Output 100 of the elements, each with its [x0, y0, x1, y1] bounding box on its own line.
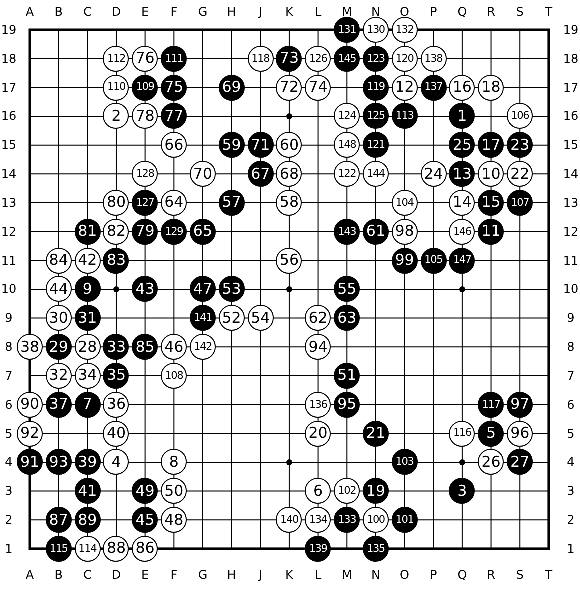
row-label: 15 [0, 138, 18, 152]
column-label: R [486, 568, 496, 582]
go-stone: 27 [507, 449, 534, 476]
go-stone: 126 [305, 46, 332, 72]
column-label: B [54, 5, 64, 19]
go-stone: 141 [190, 305, 216, 332]
go-stone: 61 [362, 218, 389, 245]
row-label: 18 [562, 52, 580, 66]
row-label: 5 [4, 426, 14, 441]
go-stone: 46 [161, 334, 188, 360]
go-stone: 98 [392, 218, 418, 245]
go-stone: 58 [276, 190, 302, 216]
go-stone: 140 [276, 507, 302, 534]
go-stone: 19 [362, 478, 389, 504]
column-label: N [370, 568, 382, 582]
go-stone: 1 [449, 103, 476, 130]
go-stone: 76 [132, 46, 158, 72]
go-stone: 68 [276, 161, 302, 188]
go-stone: 8 [161, 449, 188, 476]
go-stone: 74 [305, 74, 332, 101]
row-label: 17 [562, 80, 580, 95]
go-stone: 132 [392, 17, 418, 43]
go-stone: 138 [420, 46, 447, 72]
go-stone: 20 [305, 420, 332, 447]
go-stone: 131 [334, 17, 360, 43]
go-stone: 29 [46, 334, 72, 360]
column-label: R [486, 5, 496, 19]
go-stone: 107 [507, 190, 534, 216]
go-stone: 73 [276, 46, 302, 72]
go-stone: 86 [132, 536, 158, 562]
go-stone: 9 [74, 276, 101, 302]
go-stone: 88 [103, 536, 130, 562]
go-stone: 87 [46, 507, 72, 534]
go-stone: 128 [132, 161, 158, 188]
go-stone: 49 [132, 478, 158, 504]
column-label: C [82, 568, 93, 582]
go-stone: 75 [161, 74, 188, 101]
go-stone: 136 [305, 392, 332, 418]
go-stone: 115 [46, 536, 72, 562]
go-stone: 118 [248, 46, 274, 72]
go-stone: 60 [276, 132, 302, 158]
column-label: H [226, 5, 238, 19]
go-stone: 31 [74, 305, 101, 332]
row-label: 6 [4, 398, 14, 412]
go-stone: 78 [132, 103, 158, 130]
go-stone: 59 [218, 132, 245, 158]
go-stone: 12 [392, 74, 418, 101]
column-label: L [314, 5, 323, 19]
row-label: 10 [0, 282, 18, 296]
go-stone: 67 [248, 161, 274, 188]
column-label: P [428, 568, 438, 582]
go-stone: 44 [46, 276, 72, 302]
row-label: 1 [4, 542, 14, 556]
row-label: 8 [566, 340, 576, 354]
column-label: A [24, 568, 36, 582]
go-stone: 38 [17, 334, 43, 360]
go-stone: 110 [103, 74, 130, 101]
go-stone: 148 [334, 132, 360, 158]
go-stone: 119 [362, 74, 389, 101]
row-label: 17 [0, 80, 18, 95]
column-label: S [515, 5, 525, 19]
column-label: L [314, 568, 323, 582]
go-stone: 90 [17, 392, 43, 418]
row-label: 4 [566, 455, 576, 470]
go-stone: 7 [74, 392, 101, 418]
row-label: 14 [562, 167, 580, 182]
row-label: 13 [562, 196, 580, 210]
go-stone: 40 [103, 420, 130, 447]
go-stone: 122 [334, 161, 360, 188]
go-stone: 129 [161, 218, 188, 245]
go-stone: 144 [362, 161, 389, 188]
go-stone: 143 [334, 218, 360, 245]
go-stone: 63 [334, 305, 360, 332]
go-stone: 101 [392, 507, 418, 534]
row-label: 12 [562, 224, 580, 239]
go-stone: 114 [74, 536, 101, 562]
go-stone: 23 [507, 132, 534, 158]
column-label: H [226, 568, 238, 582]
row-label: 2 [566, 513, 576, 528]
go-stone: 116 [449, 420, 476, 447]
go-stone: 18 [478, 74, 504, 101]
row-label: 16 [0, 109, 18, 124]
go-stone: 139 [305, 536, 332, 562]
go-stone: 112 [103, 46, 130, 72]
go-stone: 3 [449, 478, 476, 504]
column-label: D [110, 5, 122, 19]
go-stone: 96 [507, 420, 534, 447]
go-stone: 45 [132, 507, 158, 534]
go-stone: 124 [334, 103, 360, 130]
column-label: A [24, 5, 36, 19]
row-label: 14 [0, 167, 18, 182]
go-stone: 48 [161, 507, 188, 534]
column-label: O [399, 5, 410, 19]
go-stone: 54 [248, 305, 274, 332]
go-stone: 35 [103, 362, 130, 389]
go-stone: 127 [132, 190, 158, 216]
go-stone: 145 [334, 46, 360, 72]
go-stone: 22 [507, 161, 534, 188]
row-label: 19 [0, 23, 18, 37]
go-stone: 137 [420, 74, 447, 101]
